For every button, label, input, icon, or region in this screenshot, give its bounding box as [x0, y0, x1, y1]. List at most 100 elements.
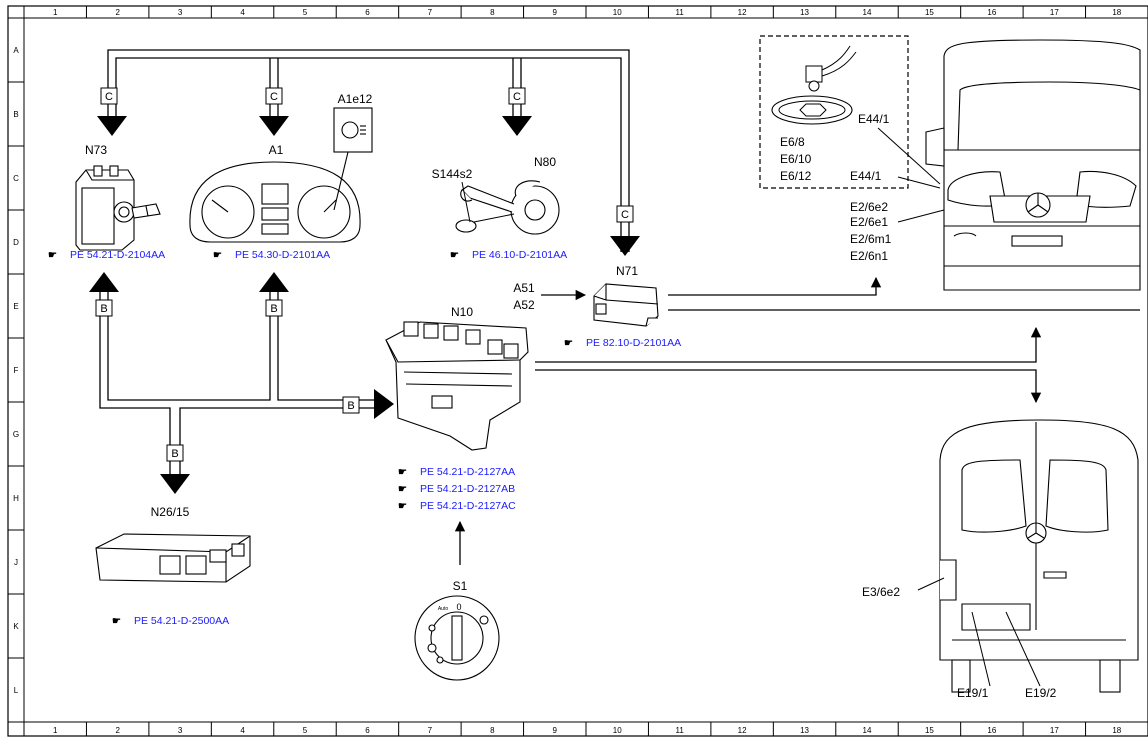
- ref-text-n10-a: PE 54.21-D-2127AA: [420, 466, 515, 478]
- grid-column-label: 14: [863, 726, 872, 735]
- grid-column-label: 6: [365, 8, 370, 17]
- grid-column-label: 7: [428, 8, 433, 17]
- leader-e2-6e1: [897, 209, 945, 223]
- grid-row-label: C: [13, 174, 19, 183]
- label-s1-auto: Auto: [438, 606, 449, 612]
- grid-row-label: F: [14, 366, 19, 375]
- grid-row-label: G: [13, 430, 19, 439]
- bus-label-b-3: B: [171, 448, 178, 460]
- grid-column-label: 15: [925, 726, 934, 735]
- n73-ignition-switch: [75, 165, 161, 251]
- bus-c-tags: C C C C: [100, 87, 634, 223]
- reference-hand-icon: ☛: [112, 616, 121, 627]
- bus-b-arrows: [89, 272, 394, 494]
- label-e2-6e2: E2/6e2: [850, 200, 888, 214]
- grid-column-label: 2: [115, 8, 120, 17]
- grid-column-label: 13: [800, 8, 809, 17]
- bus-label-b-4: B: [347, 400, 354, 412]
- grid-column-label: 15: [925, 8, 934, 17]
- grid-column-label: 9: [553, 8, 558, 17]
- leader-e44-1-top: [877, 127, 941, 185]
- grid-column-label: 11: [676, 726, 685, 735]
- ref-text-n26-15: PE 54.21-D-2500AA: [134, 615, 229, 627]
- grid-column-label: 4: [240, 8, 245, 17]
- ref-text-n10-c: PE 54.21-D-2127AC: [420, 500, 516, 512]
- grid-row-label: B: [13, 110, 18, 119]
- label-e2-6m1: E2/6m1: [850, 232, 892, 246]
- grid-column-label: 1: [53, 726, 58, 735]
- label-e19-2: E19/2: [1025, 686, 1057, 700]
- bus-label-c-1: C: [105, 91, 113, 103]
- grid-row-label: J: [14, 558, 18, 567]
- grid-column-label: 3: [178, 726, 183, 735]
- bus-label-c-2: C: [270, 91, 278, 103]
- label-e6-10: E6/10: [780, 152, 812, 166]
- ref-n71: ☛ PE 82.10-D-2101AA: [564, 337, 681, 349]
- ref-text-a1: PE 54.30-D-2101AA: [235, 249, 330, 261]
- label-e6-8: E6/8: [780, 135, 805, 149]
- leader-e3-6e2: [917, 577, 945, 591]
- bus-label-c-4: C: [621, 209, 629, 221]
- label-a1e12: A1e12: [338, 92, 373, 106]
- a1-instrument-cluster: [189, 107, 373, 243]
- lamp-inset: [759, 35, 909, 189]
- grid-column-label: 10: [613, 726, 622, 735]
- ref-n10: ☛ PE 54.21-D-2127AA ☛ PE 54.21-D-2127AB …: [398, 466, 516, 512]
- grid-column-label: 13: [800, 726, 809, 735]
- signal-lines: [454, 276, 1140, 565]
- ref-text-n10-b: PE 54.21-D-2127AB: [420, 483, 515, 495]
- label-s144s2: S144s2: [432, 167, 473, 181]
- van-rear: [939, 419, 1139, 693]
- grid-column-label: 10: [613, 8, 622, 17]
- label-e19-1: E19/1: [957, 686, 989, 700]
- grid-column-label: 18: [1112, 726, 1121, 735]
- grid-row-label: L: [14, 686, 19, 695]
- reference-hand-icon: ☛: [398, 501, 407, 512]
- leader-e44-1-mid: [897, 176, 941, 189]
- reference-hand-icon: ☛: [398, 467, 407, 478]
- grid-row-label: E: [13, 302, 18, 311]
- ref-text-n71: PE 82.10-D-2101AA: [586, 337, 681, 349]
- reference-hand-icon: ☛: [48, 250, 57, 261]
- ref-a1: ☛ PE 54.30-D-2101AA: [213, 249, 330, 261]
- label-e6-12: E6/12: [780, 169, 812, 183]
- label-a52: A52: [513, 298, 535, 312]
- grid-column-label: 1: [53, 8, 58, 17]
- label-e44-1-mid: E44/1: [850, 169, 882, 183]
- grid-row-label: K: [13, 622, 19, 631]
- grid-column-label: 12: [738, 726, 747, 735]
- ref-n26-15: ☛ PE 54.21-D-2500AA: [112, 615, 229, 627]
- grid-column-label: 16: [987, 726, 996, 735]
- label-e44-1-top: E44/1: [858, 112, 890, 126]
- n80-steering-column-module: [455, 180, 560, 235]
- label-n10: N10: [451, 305, 473, 319]
- leader-e19-1: [971, 611, 991, 687]
- s1-light-switch: [414, 595, 500, 681]
- leader-s144s2: [461, 181, 471, 223]
- grid-column-label: 4: [240, 726, 245, 735]
- label-s1: S1: [453, 579, 468, 593]
- reference-hand-icon: ☛: [564, 338, 573, 349]
- grid-row-label: A: [13, 46, 19, 55]
- bus-b-tags: B B B B: [95, 299, 360, 462]
- grid-column-label: 12: [738, 8, 747, 17]
- grid-column-label: 6: [365, 726, 370, 735]
- grid-column-label: 7: [428, 726, 433, 735]
- label-a51: A51: [513, 281, 535, 295]
- n10-control-unit: [385, 321, 529, 451]
- ref-text-n73: PE 54.21-D-2104AA: [70, 249, 165, 261]
- grid-column-label: 8: [490, 726, 495, 735]
- label-a1: A1: [269, 143, 284, 157]
- n71-module: [593, 283, 659, 327]
- ref-text-n80: PE 46.10-D-2101AA: [472, 249, 567, 261]
- grid-column-label: 17: [1050, 726, 1059, 735]
- label-e3-6e2: E3/6e2: [862, 585, 900, 599]
- label-n73: N73: [85, 143, 107, 157]
- grid-column-label: 18: [1112, 8, 1121, 17]
- grid-row-label: D: [13, 238, 19, 247]
- ref-n80: ☛ PE 46.10-D-2101AA: [450, 249, 567, 261]
- label-n71: N71: [616, 264, 638, 278]
